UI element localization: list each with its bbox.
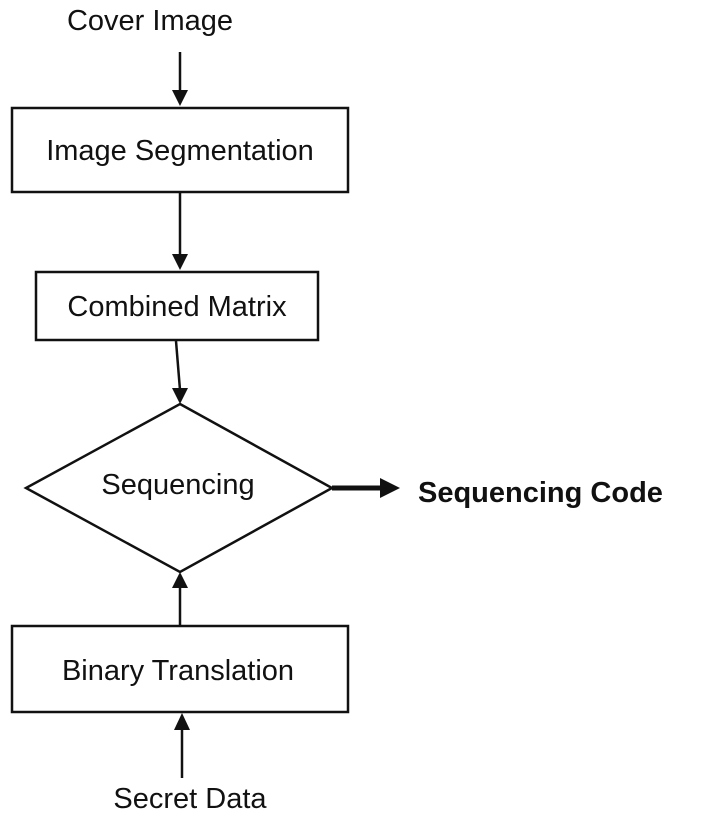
arrow-sequencing-to-output-head: [380, 478, 400, 498]
arrow-matrix-to-sequencing-head: [172, 388, 188, 404]
image-segmentation-box: [10, 106, 350, 194]
secret-data-label: Secret Data: [113, 783, 267, 815]
arrow-secret-to-translation-head: [174, 713, 190, 730]
arrow-matrix-to-sequencing: [174, 340, 182, 391]
binary-translation-label: Binary Translation: [62, 655, 294, 687]
image-segmentation-label: Image Segmentation: [46, 135, 314, 167]
arrow-cover-to-segmentation-head: [172, 90, 188, 106]
cover-image-label: Cover Image: [67, 5, 233, 37]
arrow-translation-to-sequencing-head: [172, 572, 188, 588]
arrow-segmentation-to-matrix-head: [172, 254, 188, 270]
combined-matrix-label: Combined Matrix: [67, 291, 287, 323]
binary-translation-box: [10, 624, 350, 714]
combined-matrix-box: [34, 270, 320, 342]
sequencing-code-label: Sequencing Code: [418, 477, 663, 509]
sequencing-label: Sequencing: [101, 469, 254, 501]
